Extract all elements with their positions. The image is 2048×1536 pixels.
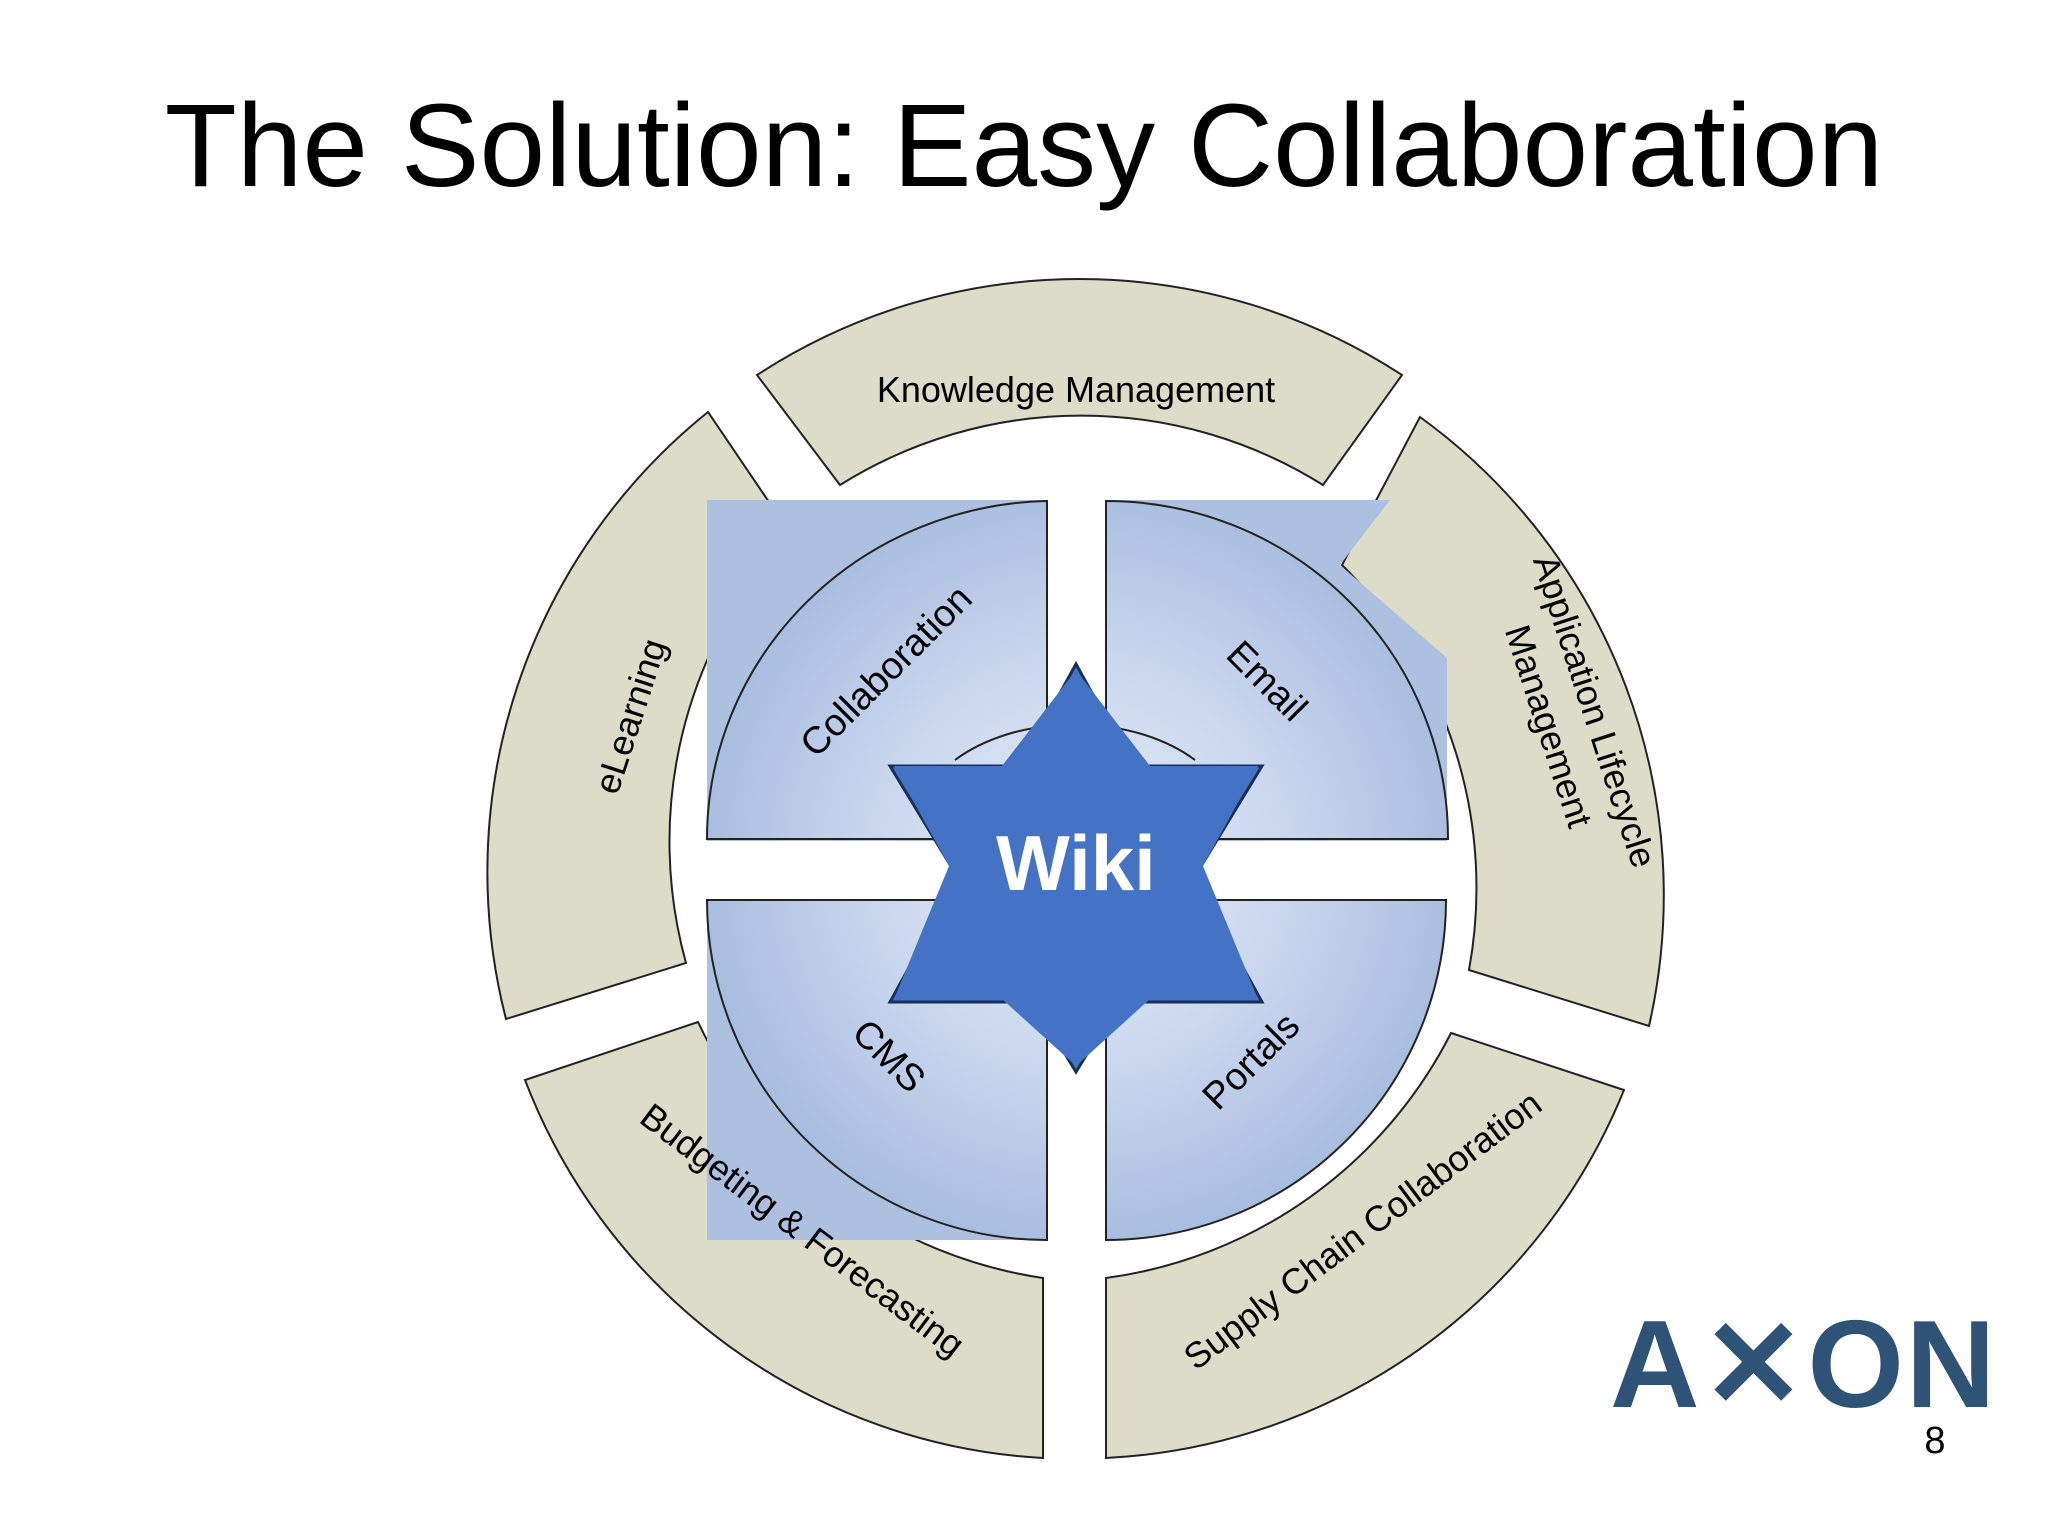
axon-logo: A✕ON bbox=[1610, 1296, 1998, 1434]
inner-quarter-email bbox=[1105, 499, 1450, 840]
center-label: Wiki bbox=[996, 819, 1156, 907]
axon-logo-text: A✕ON bbox=[1610, 1296, 1998, 1434]
outer-label-knowledge-management: Knowledge Management bbox=[877, 369, 1275, 410]
slide-title: The Solution: Easy Collaboration bbox=[164, 80, 1884, 212]
outer-segment-knowledge-management bbox=[755, 278, 1404, 487]
wiki-star-fill-overlay bbox=[894, 670, 1258, 1066]
page-number: 8 bbox=[1924, 1420, 1946, 1462]
outer-segment-supply-chain bbox=[1105, 1031, 1626, 1460]
